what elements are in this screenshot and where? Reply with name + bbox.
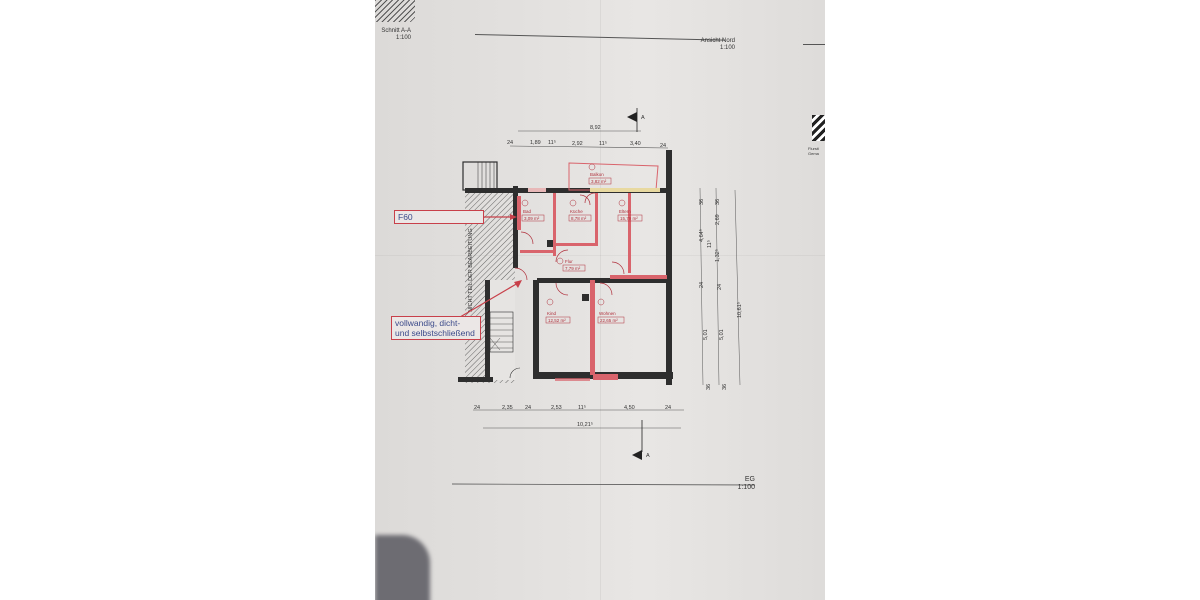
paper-fold-vertical [600,0,601,600]
svg-text:7,79 m²: 7,79 m² [565,266,581,271]
paper-fold-horizontal [375,255,825,256]
dim-top-seg: 2,92 [572,141,583,147]
svg-text:24: 24 [525,405,531,411]
section-label: Schnitt A-A 1:100 [375,28,411,42]
room-label-bad: Bad 3,09 m² [521,199,545,222]
svg-text:24: 24 [665,405,671,411]
svg-text:Küche: Küche [570,209,583,214]
svg-text:36: 36 [722,384,728,390]
svg-text:36: 36 [715,199,721,205]
svg-text:10,61⁵: 10,61⁵ [736,302,743,318]
svg-text:2,35: 2,35 [502,405,513,411]
stamp-text-line: Gema [808,151,819,156]
finger-shadow [375,535,430,600]
svg-text:24: 24 [717,284,723,290]
floor-scale: 1:100 [737,484,755,491]
room-label-wohnen: Wohnen 22,65 m² [597,298,625,324]
svg-text:8,78 m²: 8,78 m² [571,216,587,221]
floor-label: EG 1:100 [715,476,755,492]
callout-f60-text: F60 [398,212,413,222]
svg-text:4,50: 4,50 [624,405,635,411]
svg-text:5,01: 5,01 [703,329,709,340]
dim-bottom-total: 10,21⁵ [577,421,593,428]
svg-text:2,53: 2,53 [551,405,562,411]
svg-text:Flur: Flur [565,259,573,264]
svg-text:36: 36 [706,384,712,390]
not-part-of-work-note: NICHT TEIL DER BEARBEITUNG [468,228,474,312]
callout-f60: F60 [394,210,484,224]
room-label-kueche: Küche 8,78 m² [568,199,592,222]
dim-top-seg: 11⁵ [548,139,556,146]
section-title: Schnitt A-A [381,28,411,34]
floor-plan-sheet: Schnitt A-A 1:100 Ansicht Nord 1:100 Flu… [375,0,825,600]
svg-text:Balkon: Balkon [590,172,604,177]
floor-plan-drawing: 8,92 24 1,89 11⁵ 2,92 11⁵ 3,40 24 A [451,108,756,486]
dim-top-seg: 24 [660,143,666,149]
svg-text:11⁵: 11⁵ [578,404,586,411]
callout-door-note-line1: vollwandig, dicht- [395,318,461,328]
elevation-label: Ansicht Nord 1:100 [675,38,735,52]
svg-text:3,82 m²: 3,82 m² [591,179,607,184]
stamp-text: Flursti Gema [808,146,819,156]
svg-text:1,32⁵: 1,32⁵ [714,249,721,262]
stamp-text-line: Flursti [808,146,819,151]
svg-text:11⁵: 11⁵ [706,240,713,248]
svg-text:Wohnen: Wohnen [599,311,616,316]
room-label-kind: Kind 12,52 m² [545,298,571,324]
elevation-line-right [803,44,825,45]
room-label-flur: Flur 7,79 m² [556,257,586,272]
elevation-title: Ansicht Nord [700,38,735,44]
dim-top-seg: 1,89 [530,140,541,146]
section-marker-top: A [641,115,645,121]
callout-door-note-line2: und selbstschließend [395,328,475,338]
svg-text:4,64⁵: 4,64⁵ [698,229,705,242]
section-scale: 1:100 [395,35,411,41]
svg-text:36: 36 [699,199,705,205]
room-label-eltern: Eltern 15,79 m² [617,199,643,222]
dim-top-seg: 24 [507,140,513,146]
elevation-scale: 1:100 [719,45,735,51]
svg-text:5,01: 5,01 [719,329,725,340]
hatched-section-corner [375,0,415,22]
dim-top-seg: 3,40 [630,141,641,147]
section-marker-bottom: A [646,453,650,459]
svg-text:24: 24 [699,282,705,288]
svg-text:2,69: 2,69 [715,214,721,225]
room-label-balkon: Balkon 3,82 m² [588,163,612,185]
svg-text:3,09 m²: 3,09 m² [524,216,540,221]
svg-text:Bad: Bad [523,209,532,214]
dim-top-seg: 11⁵ [599,140,607,147]
svg-text:12,52 m²: 12,52 m² [548,318,566,323]
svg-text:24: 24 [474,405,480,411]
svg-text:Kind: Kind [547,311,557,316]
dim-top-total: 8,92 [590,125,601,131]
floor-title: EG [744,476,755,483]
callout-door-note: vollwandig, dicht- und selbstschließend [391,316,481,340]
svg-text:Eltern: Eltern [619,209,631,214]
svg-text:22,65 m²: 22,65 m² [600,318,618,323]
svg-text:15,79 m²: 15,79 m² [620,216,638,221]
coat-of-arms-stamp [812,115,825,141]
